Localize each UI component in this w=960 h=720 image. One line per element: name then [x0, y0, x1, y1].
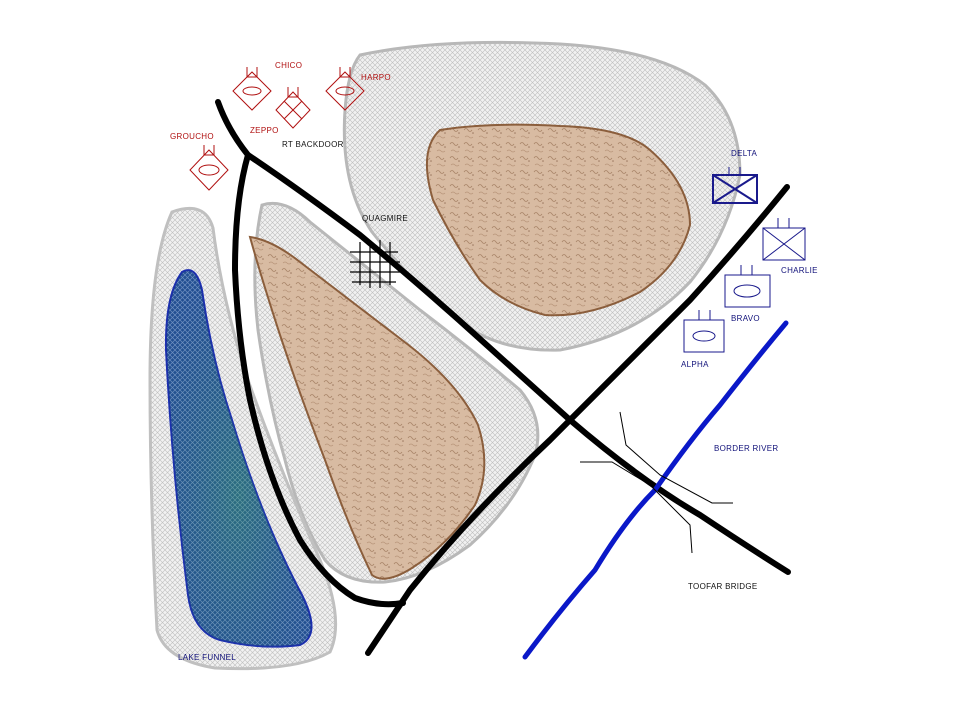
label-delta: DELTA [731, 149, 757, 158]
friendly-unit-alpha[interactable] [683, 310, 725, 353]
label-alpha: ALPHA [681, 360, 709, 369]
label-bravo: BRAVO [731, 314, 760, 323]
friendly-unit-bravo[interactable] [724, 265, 771, 308]
label-rt-backdoor: RT BACKDOOR [282, 140, 344, 149]
hostile-unit-harpo[interactable] [325, 67, 365, 111]
toofar-bridge-lines [580, 411, 733, 554]
label-chico: CHICO [275, 61, 302, 70]
label-lake-funnel: LAKE FUNNEL [178, 653, 236, 662]
road-northeast [365, 184, 790, 656]
hostile-unit-groucho[interactable] [189, 145, 229, 191]
road-diagonal-main [245, 152, 791, 575]
label-groucho: GROUCHO [170, 132, 214, 141]
hostile-unit-zeppo[interactable] [275, 87, 311, 129]
label-border-river: BORDER RIVER [714, 444, 779, 453]
label-toofar-bridge: TOOFAR BRIDGE [688, 582, 758, 591]
friendly-unit-charlie[interactable] [762, 218, 806, 261]
hostile-unit-chico[interactable] [232, 67, 272, 111]
friendly-unit-delta[interactable] [712, 167, 758, 204]
road-west [215, 99, 406, 608]
label-harpo: HARPO [361, 73, 391, 82]
label-quagmire: QUAGMIRE [362, 214, 408, 223]
rough-ground-center [248, 235, 486, 580]
quagmire-grid [350, 240, 400, 288]
rough-ground-north [425, 123, 692, 317]
label-charlie: CHARLIE [781, 266, 818, 275]
label-zeppo: ZEPPO [250, 126, 279, 135]
lake-funnel [164, 269, 313, 648]
